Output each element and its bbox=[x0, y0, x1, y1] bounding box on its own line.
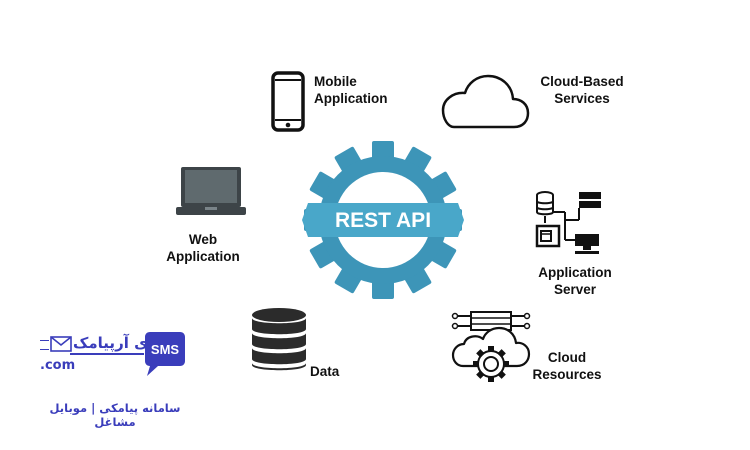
hub-band bbox=[302, 203, 464, 237]
brand-logo[interactable]: آی آرپیامک .com SMS bbox=[38, 328, 188, 380]
brand-underline bbox=[70, 353, 144, 355]
brand-tagline: سامانه پیامکی | موبایل مشاغل bbox=[49, 401, 181, 429]
database-icon bbox=[252, 308, 306, 371]
node-label-mobile: Mobile Application bbox=[314, 74, 388, 106]
cloud-icon bbox=[441, 74, 530, 129]
sms-badge: SMS bbox=[145, 332, 185, 376]
smartphone-icon bbox=[271, 71, 305, 132]
hub-label: REST API bbox=[335, 209, 431, 232]
sms-badge-text: SMS bbox=[151, 342, 180, 357]
mail-icon bbox=[50, 336, 72, 352]
node-label-data: Data bbox=[310, 364, 340, 379]
node-label-cloud-services: Cloud-Based Services bbox=[540, 74, 624, 106]
mail-lines bbox=[40, 340, 49, 350]
laptop-icon bbox=[176, 167, 246, 215]
node-label-app-server: Application Server bbox=[538, 265, 612, 297]
node-label-cloud-resources: Cloud Resources bbox=[532, 350, 602, 382]
rest-api-hub: REST API bbox=[302, 141, 464, 299]
cloud-gear-icon bbox=[451, 311, 531, 382]
node-label-web: Web Application bbox=[166, 232, 240, 264]
server-network-icon bbox=[535, 191, 601, 254]
brand-logo-com: .com bbox=[40, 358, 76, 373]
brand-logo-text: آی آرپیامک bbox=[73, 334, 153, 352]
